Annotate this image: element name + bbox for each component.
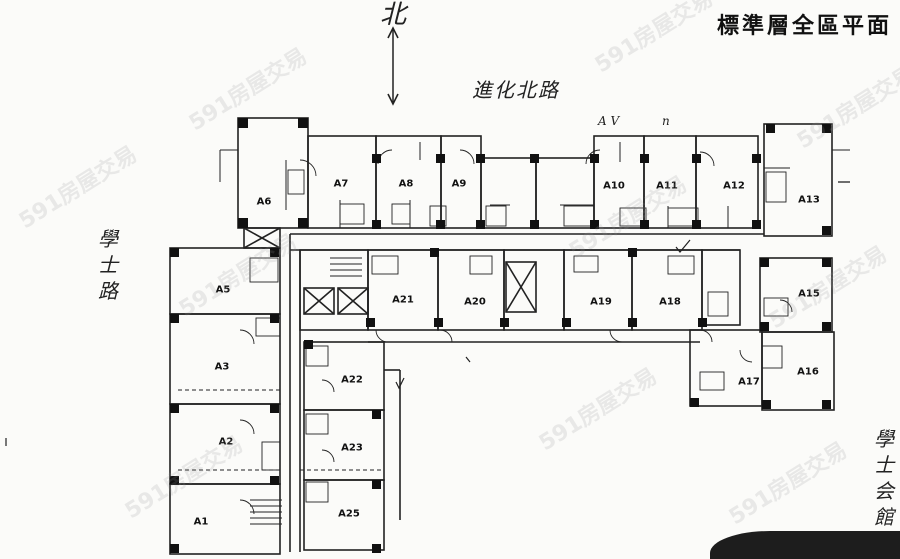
unit-label-a11: A11 — [656, 180, 678, 192]
unit-label-a12: A12 — [723, 180, 745, 192]
unit-label-a25: A25 — [338, 508, 360, 520]
unit-label-a3: A3 — [214, 361, 230, 373]
unit-label-a7: A7 — [333, 178, 349, 190]
unit-label-a2: A2 — [218, 436, 234, 448]
unit-label-a18: A18 — [659, 296, 681, 308]
street-label-left: 學士路 — [98, 227, 118, 303]
unit-label-a16: A16 — [797, 366, 819, 378]
unit-label-a9: A9 — [451, 178, 467, 190]
mark-av: A V — [598, 114, 620, 128]
unit-label-a15: A15 — [798, 288, 820, 300]
north-label: 北 — [380, 0, 407, 30]
unit-label-a19: A19 — [590, 296, 612, 308]
scan-shadow — [710, 531, 900, 559]
unit-label-a1: A1 — [193, 516, 209, 528]
unit-label-a23: A23 — [341, 442, 363, 454]
unit-label-a6: A6 — [256, 196, 272, 208]
unit-label-a22: A22 — [341, 374, 363, 386]
unit-label-a13: A13 — [798, 194, 820, 206]
unit-label-a20: A20 — [464, 296, 486, 308]
plan-title: 標準層全區平面 — [716, 13, 892, 39]
unit-label-a8: A8 — [398, 178, 414, 190]
street-label-right: 學士会館 — [874, 427, 894, 529]
unit-label-a5: A5 — [215, 284, 231, 296]
mark-n: n — [662, 114, 670, 128]
unit-label-a17: A17 — [738, 376, 760, 388]
unit-label-a10: A10 — [603, 180, 625, 192]
unit-label-a21: A21 — [392, 294, 414, 306]
street-label-top: 進化北路 — [472, 78, 560, 102]
